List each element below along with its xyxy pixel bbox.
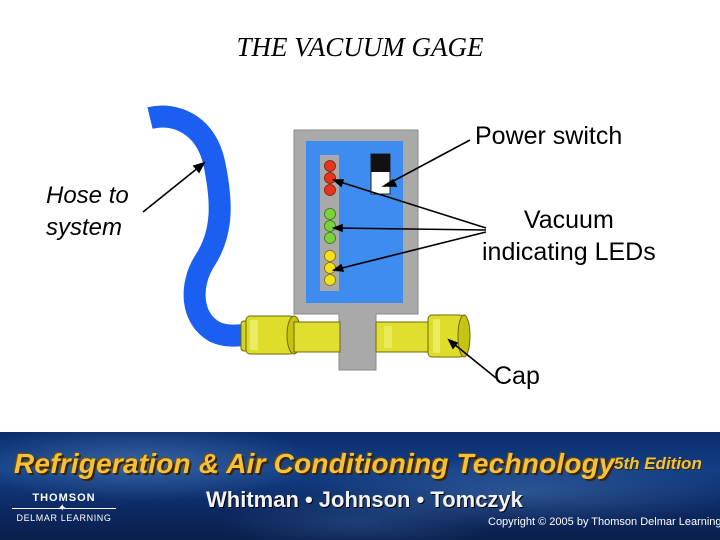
power-switch-label: Power switch <box>475 122 623 150</box>
vacuum-leds-label: Vacuum indicating LEDs <box>482 206 656 266</box>
publisher-logo: THOMSON ✦ DELMAR LEARNING <box>12 492 116 523</box>
vacuum-gage-diagram <box>142 105 497 379</box>
publisher-bottom: DELMAR LEARNING <box>16 513 112 523</box>
banner-background <box>0 432 720 540</box>
led-red <box>324 172 336 184</box>
banner-edition: 5th Edition <box>614 454 702 473</box>
hose-label: Hose to system <box>46 182 129 241</box>
led-green <box>324 220 336 232</box>
copyright-text: Copyright © 2005 by Thomson Delmar Learn… <box>488 516 720 528</box>
star-icon: ✦ <box>58 503 67 514</box>
publisher-divider <box>12 508 116 509</box>
hose <box>147 105 254 347</box>
led-green <box>324 232 336 244</box>
publisher-top: THOMSON <box>32 492 96 504</box>
book-banner: Refrigeration & Air Conditioning Technol… <box>0 432 720 540</box>
led-red <box>324 184 336 196</box>
led-red <box>324 160 336 172</box>
led-green <box>324 208 336 220</box>
left-fitting <box>240 315 341 355</box>
cap <box>427 314 471 358</box>
power-switch-toggle <box>371 154 390 172</box>
led-yellow <box>324 250 336 262</box>
cap-label: Cap <box>494 362 540 390</box>
led-yellow <box>324 262 336 274</box>
right-fitting <box>375 321 429 353</box>
led-yellow <box>324 274 336 286</box>
slide-title: THE VACUUM GAGE <box>236 32 484 62</box>
banner-title: Refrigeration & Air Conditioning Technol… <box>14 448 615 479</box>
banner-authors: Whitman • Johnson • Tomczyk <box>206 487 523 512</box>
leader-lines <box>142 139 497 379</box>
